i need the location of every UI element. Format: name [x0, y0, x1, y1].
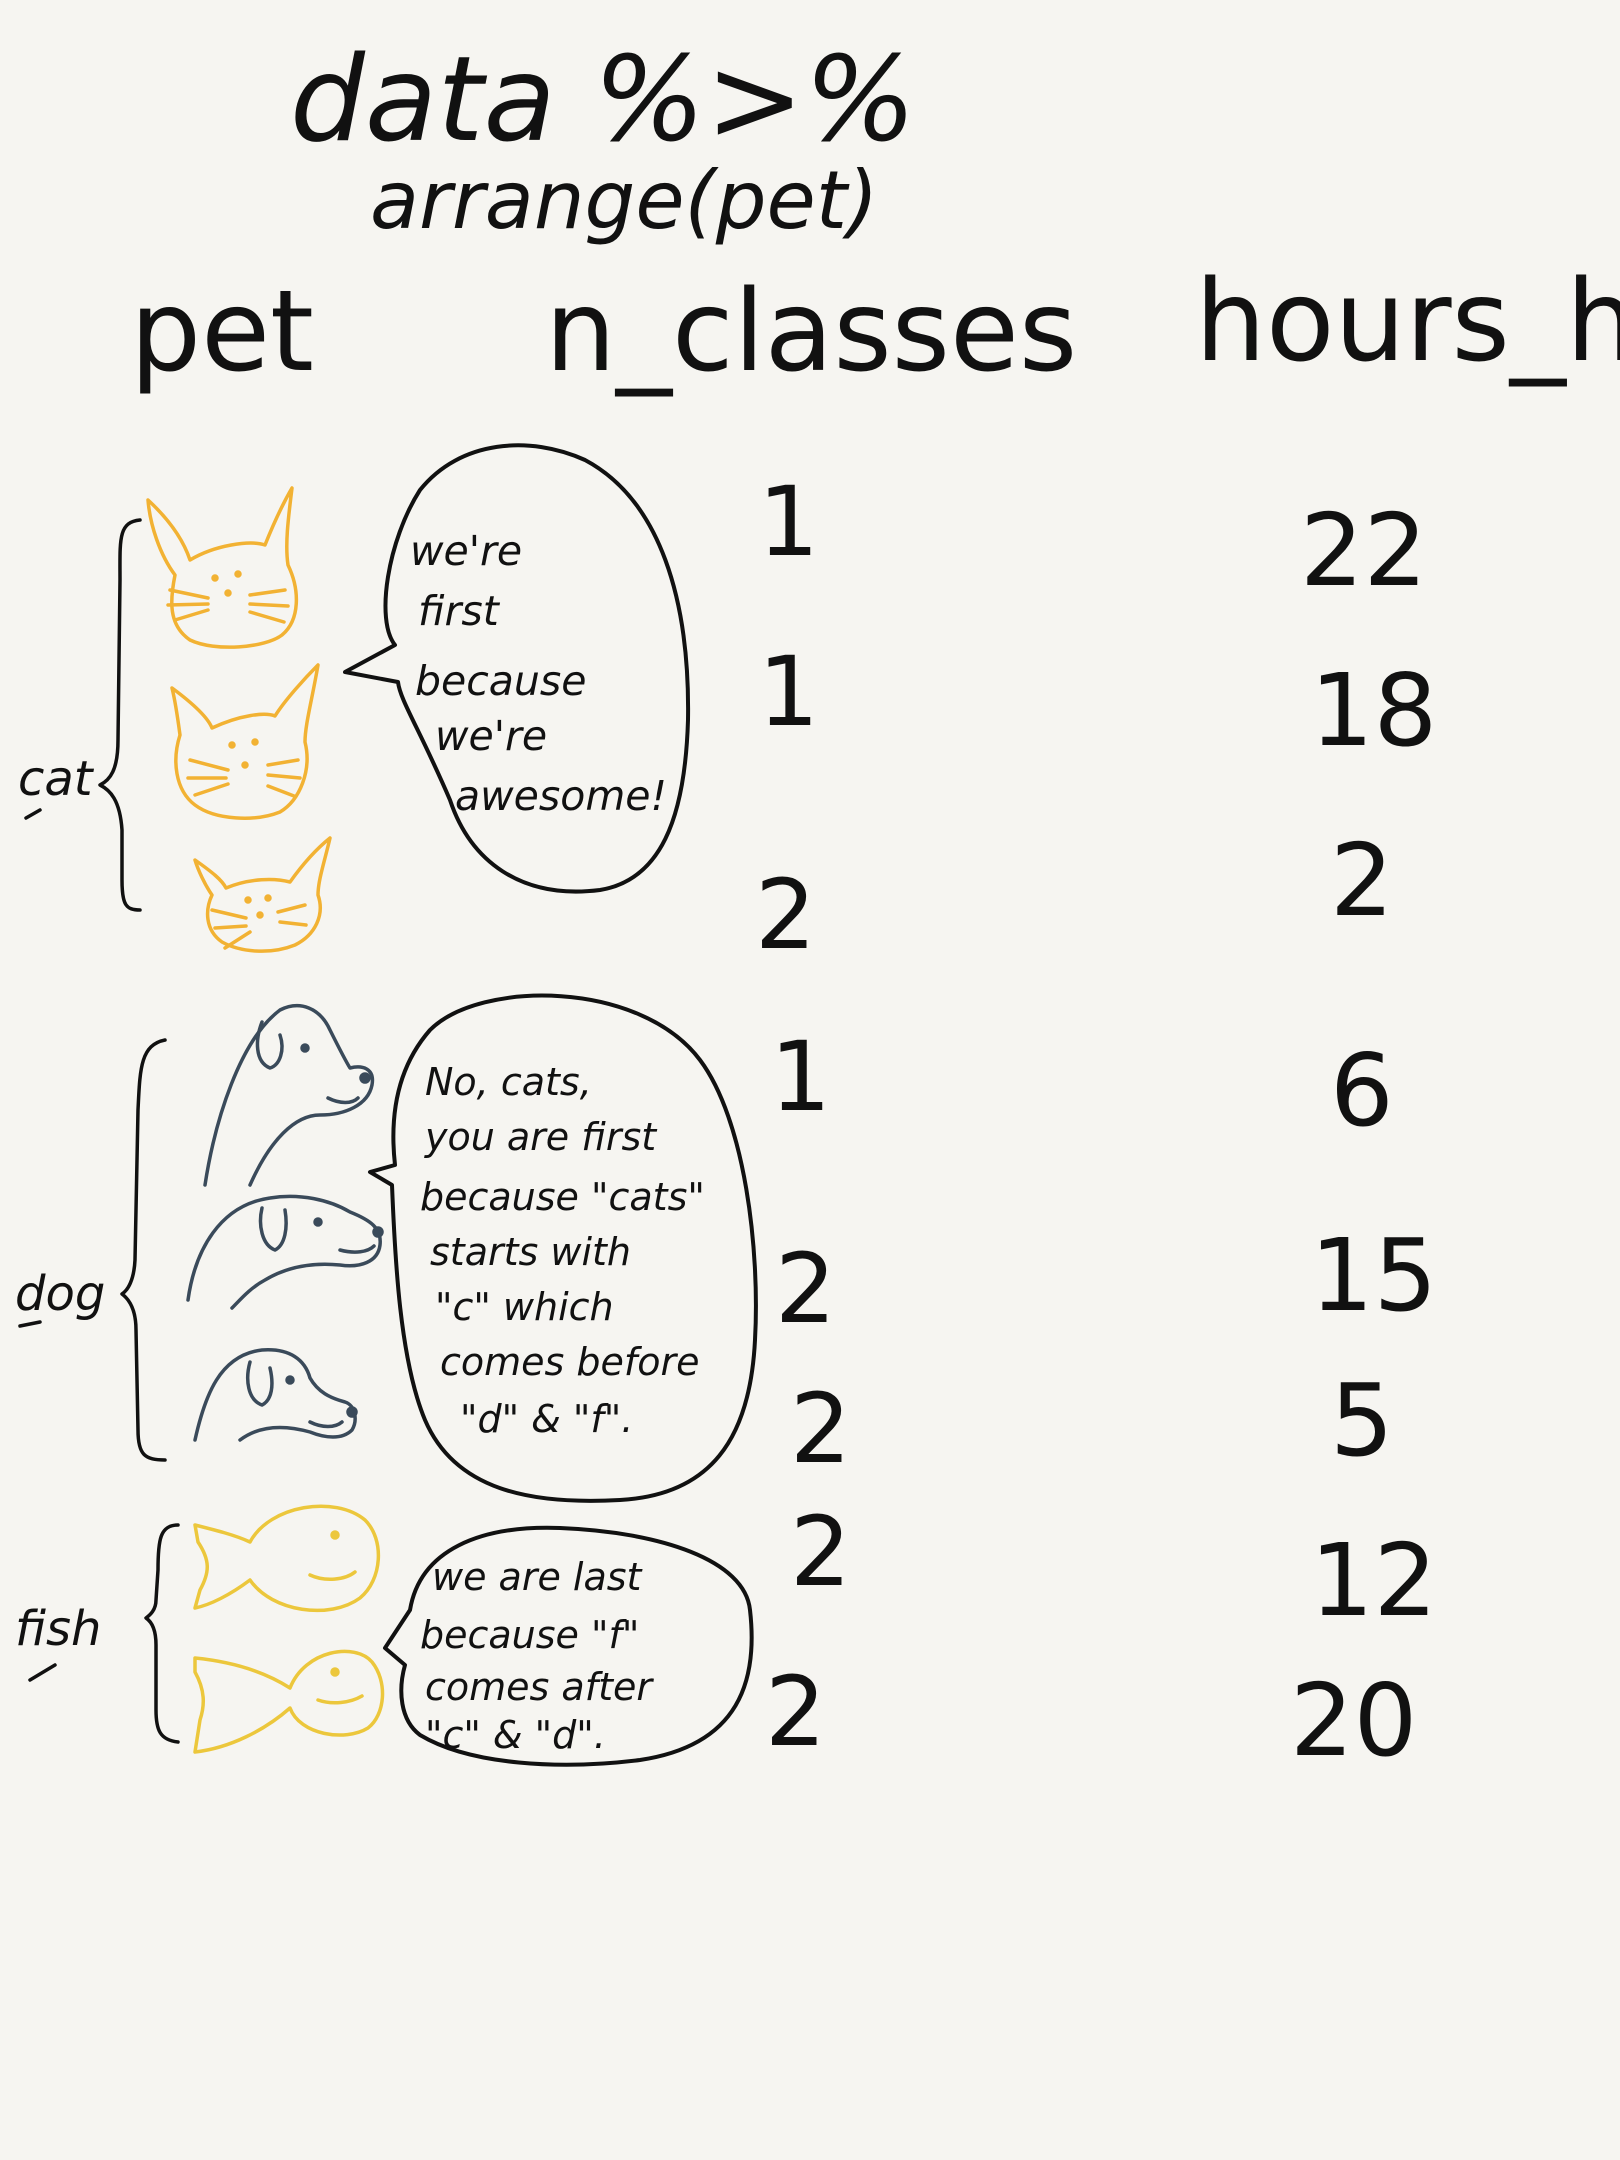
hours-hw-value: 5	[1330, 1362, 1394, 1479]
n-classes-column: 1 1 2 1 2 2 2 2	[755, 466, 851, 1768]
group-label-cat: cat	[18, 751, 95, 807]
bubble-line: "d" & "f".	[460, 1397, 633, 1441]
n-classes-value: 1	[770, 1021, 831, 1133]
dog-group-brace	[120, 1038, 167, 1462]
bubble-line: we're	[410, 527, 522, 575]
fish-bubble-text: we are last because "f" comes after "c" …	[420, 1555, 654, 1757]
bubble-line: first	[418, 587, 501, 635]
fish-group-brace	[144, 1523, 180, 1744]
cat-label-tick	[24, 808, 42, 820]
bubble-line: comes after	[425, 1665, 654, 1709]
hours-hw-value: 18	[1310, 652, 1437, 769]
dog-speech-bubble	[368, 993, 758, 1503]
bubble-line: you are first	[424, 1115, 658, 1159]
n-classes-value: 1	[758, 466, 819, 578]
cat-bubble-text: we're first because we're awesome!	[410, 527, 667, 820]
n-classes-value: 1	[758, 636, 819, 748]
dog-head-icon	[193, 1348, 358, 1442]
bubble-line: because	[415, 657, 587, 705]
header-hours-hw: hours_hw	[1195, 257, 1620, 387]
cat-face-icon	[170, 663, 320, 820]
group-label-fish: fish	[15, 1601, 101, 1657]
bubble-line: comes before	[440, 1340, 700, 1384]
header-pet: pet	[130, 267, 314, 397]
fish-icon	[193, 1504, 380, 1613]
bubble-line: No, cats,	[425, 1060, 592, 1104]
bubble-line: "c" & "d".	[425, 1713, 606, 1757]
dog-bubble-text: No, cats, you are first because "cats" s…	[420, 1060, 705, 1441]
header-n-classes: n_classes	[545, 267, 1077, 397]
hours-hw-value: 20	[1290, 1662, 1417, 1779]
bubble-line: because "cats"	[420, 1175, 705, 1219]
hours-hw-value: 12	[1310, 1522, 1437, 1639]
bubble-line: "c" which	[435, 1285, 614, 1329]
hours-hw-value: 2	[1330, 822, 1394, 939]
code-line-1: data %>%	[290, 30, 916, 168]
bubble-line: awesome!	[455, 772, 667, 820]
hours-hw-value: 6	[1330, 1032, 1394, 1149]
group-label-dog: dog	[15, 1266, 105, 1322]
hours-hw-value: 15	[1310, 1217, 1437, 1334]
cat-face-icon	[193, 836, 332, 953]
fish-icon	[193, 1649, 385, 1754]
fish-icons	[193, 1504, 385, 1754]
n-classes-value: 2	[775, 1233, 836, 1345]
n-classes-value: 2	[790, 1496, 851, 1608]
fish-label-tick	[28, 1663, 57, 1682]
bubble-line: we are last	[432, 1555, 644, 1599]
n-classes-value: 2	[765, 1656, 826, 1768]
n-classes-value: 2	[790, 1373, 851, 1485]
bubble-line: because "f"	[420, 1613, 639, 1657]
dog-label-tick	[18, 1320, 42, 1328]
code-line-2: arrange(pet)	[370, 154, 878, 247]
cat-icons	[146, 486, 332, 953]
n-classes-value: 2	[755, 859, 816, 971]
cat-speech-bubble	[343, 443, 691, 894]
cat-group-brace	[98, 518, 142, 912]
bubble-line: we're	[435, 712, 547, 760]
fish-speech-bubble	[383, 1525, 754, 1767]
dog-icons	[186, 1004, 384, 1442]
dog-head-icon	[203, 1004, 375, 1187]
bubble-line: starts with	[430, 1230, 631, 1274]
cat-face-icon	[146, 486, 299, 649]
hours-hw-value: 22	[1300, 492, 1427, 609]
dog-head-icon	[186, 1194, 384, 1310]
hours-hw-column: 22 18 2 6 15 5 12 20	[1290, 492, 1437, 1779]
